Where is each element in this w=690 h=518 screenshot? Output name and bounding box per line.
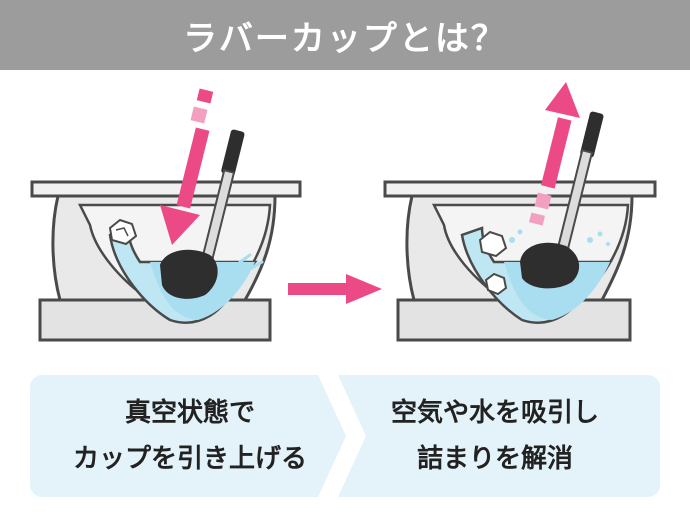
plunger-right-icon [520,111,604,289]
step-left-line1: 真空状態で [124,398,255,428]
splash-icon [509,229,610,246]
title-bar: ラバーカップとは？ [0,0,690,70]
right-arrow-icon [288,274,382,304]
page-title: ラバーカップとは？ [183,18,507,59]
paper-clump-icon [478,230,508,296]
chevron-right-icon [318,375,366,497]
step-panel-right: 空気や水を吸引し 詰まりを解消 [330,375,660,497]
paper-clump-icon [108,218,138,246]
toilet-left-icon [30,129,302,342]
up-arrow-icon [528,82,580,226]
step-right-line1: 空気や水を吸引し [390,398,599,428]
illustration [30,82,657,342]
step-text-left: 真空状態で カップを引き上げる [30,375,350,497]
step-right-line2: 詰まりを解消 [416,444,573,474]
step-panel-left: 真空状態で カップを引き上げる [30,375,350,497]
step-text-right: 空気や水を吸引し 詰まりを解消 [330,375,660,497]
toilet-right-icon [383,111,657,342]
step-left-line2: カップを引き上げる [72,444,307,474]
down-arrow-icon [160,88,214,245]
plunger-left-icon [160,129,245,299]
